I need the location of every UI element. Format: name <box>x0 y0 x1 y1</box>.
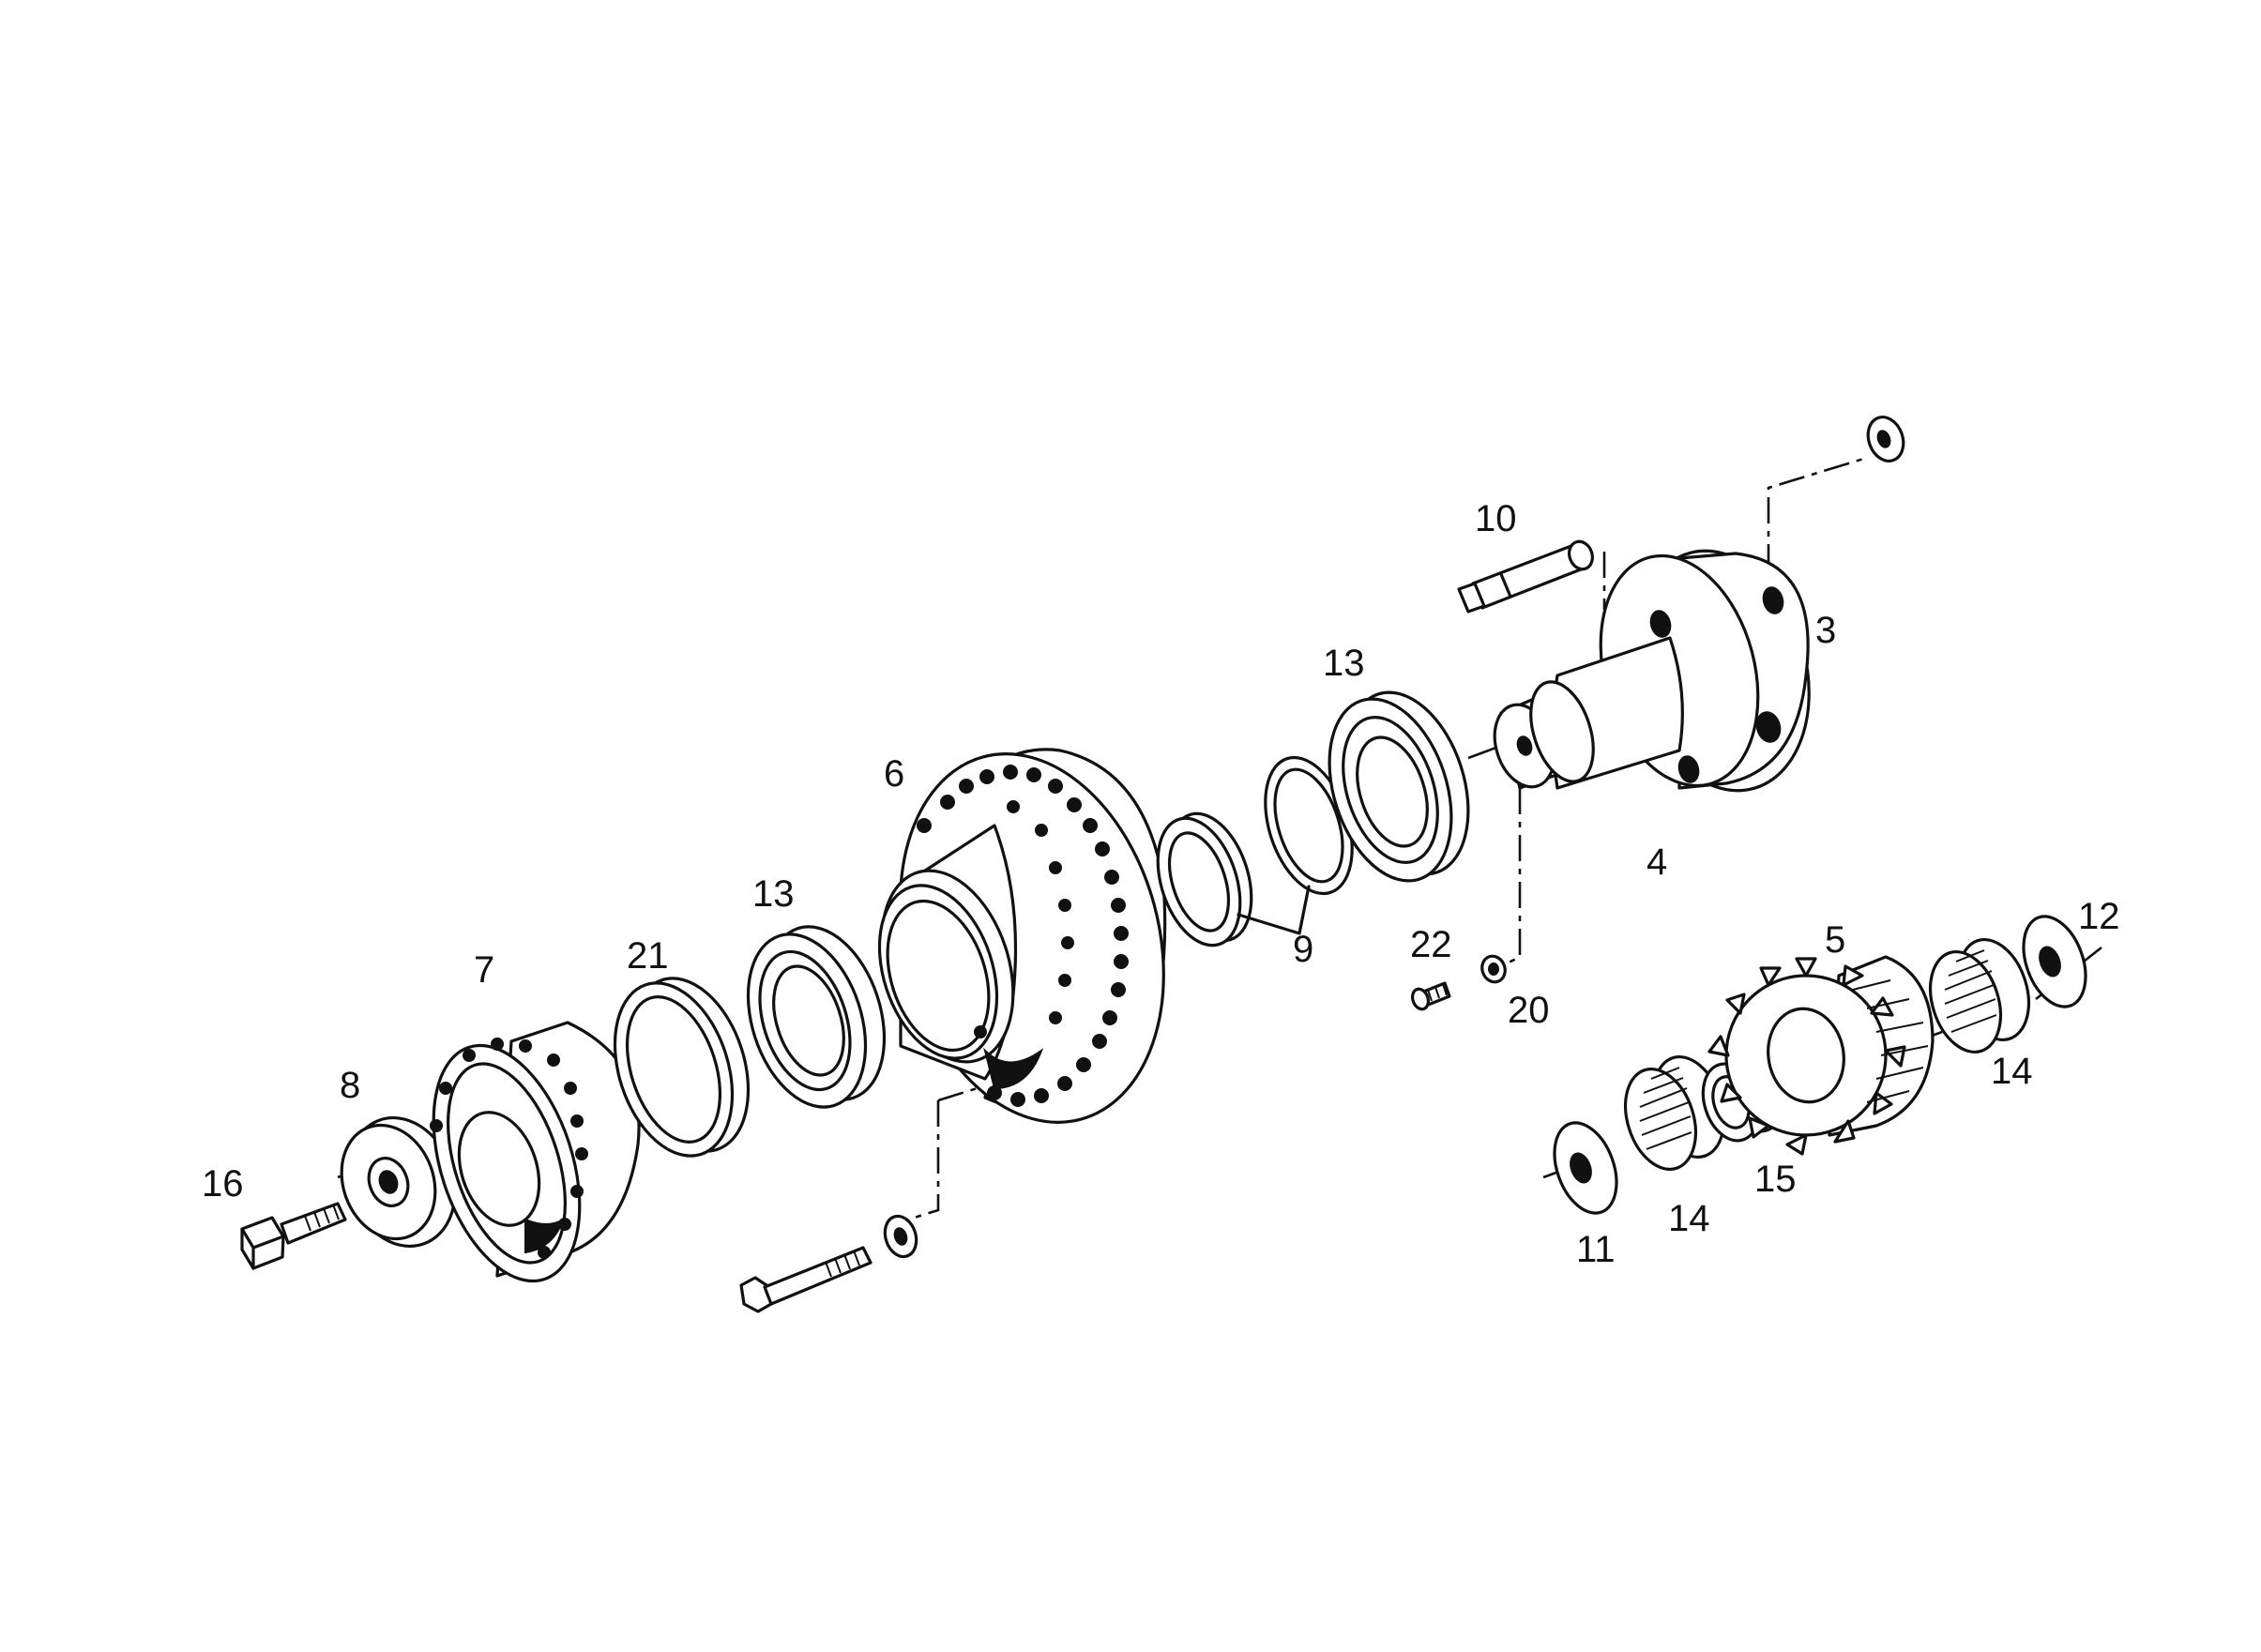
callout-14-right: 14 <box>1991 1051 2033 1092</box>
callout-8: 8 <box>340 1065 360 1106</box>
callout-12: 12 <box>2078 896 2120 937</box>
callout-9: 9 <box>1293 929 1313 970</box>
callout-4: 4 <box>1646 841 1667 883</box>
part-7-planet-carrier <box>430 1021 641 1283</box>
callout-7: 7 <box>474 949 494 991</box>
part-11-washer <box>1553 1121 1618 1215</box>
callout-15: 15 <box>1754 1159 1797 1200</box>
callout-10: 10 <box>1475 498 1517 539</box>
callout-21: 21 <box>627 935 669 977</box>
callout-5: 5 <box>1825 919 1845 961</box>
part-21-seal-ring <box>613 977 751 1158</box>
callout-20: 20 <box>1508 990 1550 1031</box>
callout-16: 16 <box>202 1163 244 1205</box>
part-8-thrust-washer <box>340 1115 457 1249</box>
part-16-bolt <box>240 1202 347 1270</box>
part-13-bearing-left <box>746 925 887 1109</box>
part-10-pin <box>1457 539 1594 614</box>
part-14-needle-bearing-right <box>1929 937 2030 1054</box>
callout-13-right: 13 <box>1323 643 1365 684</box>
part-22-screw <box>1410 981 1451 1011</box>
part-14-needle-bearing-left <box>1624 1054 1725 1172</box>
part-3-4-spindle <box>1493 549 1811 793</box>
callout-labels: 16 8 7 21 13 6 9 13 10 3 4 22 20 5 12 14… <box>202 498 2120 1270</box>
callout-22: 22 <box>1410 924 1452 965</box>
hub-bolt <box>739 1214 918 1313</box>
part-5-planet-gear <box>1707 955 1935 1156</box>
callout-11: 11 <box>1576 1229 1616 1270</box>
part-12-washer <box>2022 915 2087 1008</box>
callout-6: 6 <box>884 753 904 795</box>
part-6-wheel-hub <box>877 748 1167 1124</box>
part-20-washer <box>1480 954 1507 984</box>
callout-13-left: 13 <box>752 873 795 915</box>
part-9-seal-rings <box>1156 755 1354 947</box>
callout-3: 3 <box>1815 610 1836 651</box>
part-13-bearing-right <box>1328 690 1470 883</box>
spindle-nut <box>1866 416 1905 462</box>
leader-lines <box>907 456 1868 1221</box>
callout-14-left: 14 <box>1668 1198 1710 1239</box>
